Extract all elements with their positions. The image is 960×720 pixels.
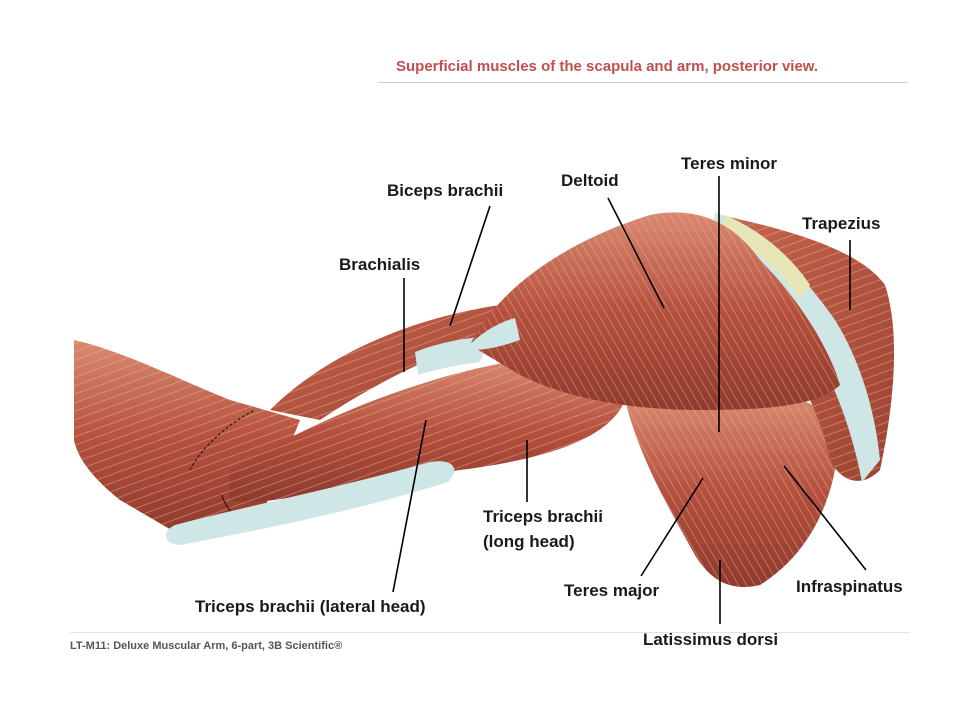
label-brachialis: Brachialis [339,255,421,274]
leader-deltoid [607,197,665,309]
label-triceps-long-head-line1: Triceps brachii [483,507,603,526]
deltoid [468,212,840,410]
label-latissimus-dorsi: Latissimus dorsi [643,630,779,649]
label-teres-minor: Teres minor [681,154,778,173]
title-underline [378,82,908,83]
triceps-brachii [165,358,625,545]
product-caption: LT-M11: Deluxe Muscular Arm, 6-part, 3B … [70,640,343,652]
leader-teres-major [640,477,704,577]
leader-lines [392,176,867,624]
diagram-title: Superficial muscles of the scapula and a… [396,58,819,75]
label-triceps-lateral-head: Triceps brachii (lateral head) [195,597,426,616]
leader-biceps-brachii [449,205,491,327]
leader-infraspinatus [783,465,867,571]
label-deltoid: Deltoid [561,171,619,190]
caption-divider [70,632,910,633]
label-biceps-brachii: Biceps brachii [387,181,504,200]
label-trapezius: Trapezius [802,214,881,233]
label-infraspinatus: Infraspinatus [796,577,903,596]
leader-triceps-lateral-head [392,419,427,593]
label-triceps-long-head-line2: (long head) [483,532,575,551]
scapular-muscles [625,395,836,587]
label-teres-major: Teres major [564,581,660,600]
